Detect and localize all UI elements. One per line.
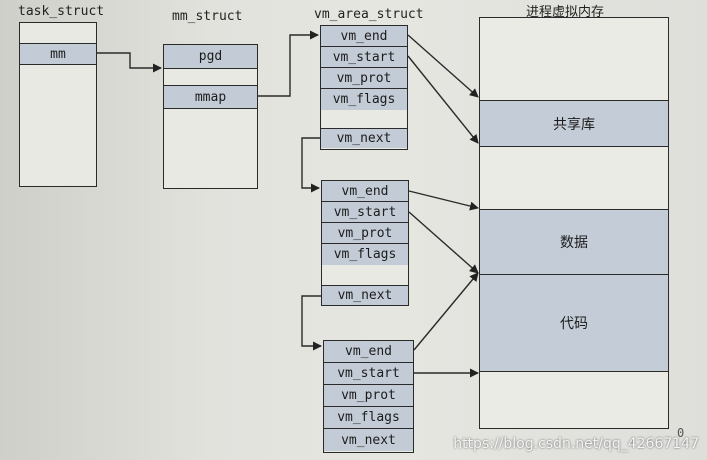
virtual-memory-box: 共享库 数据 代码 (479, 17, 669, 429)
vm-area-3-vm-start: vm_start (324, 363, 413, 385)
arrow-mmap-to-vm-area (258, 30, 319, 97)
vm-area-3-vm-end: vm_end (324, 341, 413, 363)
mm-struct-title: mm_struct (172, 9, 243, 24)
task-struct-mm-field: mm (20, 43, 96, 65)
mm-struct-mmap-field: mmap (164, 85, 257, 109)
mm-struct-box: pgd mmap (163, 44, 258, 189)
virtual-memory-title: 进程虚拟内存 (526, 5, 605, 20)
region-data: 数据 (480, 209, 668, 275)
page-number: 0 (677, 426, 685, 440)
arrow-vm1-end (407, 34, 479, 98)
region-code: 代码 (480, 275, 668, 372)
arrow-vm1-start (407, 55, 479, 144)
vm-area-1: vm_end vm_start vm_prot vm_flags vm_next (320, 25, 408, 150)
vm-area-3-vm-prot: vm_prot (324, 385, 413, 407)
arrow-vm1-next (301, 137, 320, 193)
vm-area-2-vm-next: vm_next (322, 285, 408, 305)
arrow-vm2-next (301, 295, 322, 351)
arrow-vm3-end (413, 272, 479, 351)
vm-area-2-vm-start: vm_start (322, 202, 408, 223)
vm-area-struct-title: vm_area_struct (314, 7, 424, 22)
vm-area-1-vm-end: vm_end (321, 26, 407, 47)
arrow-vm2-end (408, 190, 479, 211)
vm-area-2-vm-end: vm_end (322, 181, 408, 202)
vm-area-1-vm-prot: vm_prot (321, 68, 407, 89)
task-struct-title: task_struct (18, 4, 105, 19)
arrow-vm2-start (408, 211, 479, 274)
vm-area-3: vm_end vm_start vm_prot vm_flags vm_next (323, 340, 414, 453)
mm-struct-pgd-field: pgd (164, 45, 257, 69)
watermark: https://blog.csdn.net/qq_42667147 (453, 436, 699, 452)
vm-area-3-vm-flags: vm_flags (324, 407, 413, 429)
region-shared-libraries: 共享库 (480, 100, 668, 147)
vm-area-1-vm-start: vm_start (321, 47, 407, 68)
task-struct-box: mm (19, 22, 97, 187)
vm-area-3-vm-next: vm_next (324, 429, 413, 451)
vm-area-1-vm-next: vm_next (321, 128, 407, 148)
vm-area-2: vm_end vm_start vm_prot vm_flags vm_next (321, 180, 409, 306)
vm-area-2-vm-flags: vm_flags (322, 244, 408, 265)
vm-area-2-vm-prot: vm_prot (322, 223, 408, 244)
arrow-mm-to-mm-struct (97, 52, 162, 73)
vm-area-1-vm-flags: vm_flags (321, 89, 407, 110)
